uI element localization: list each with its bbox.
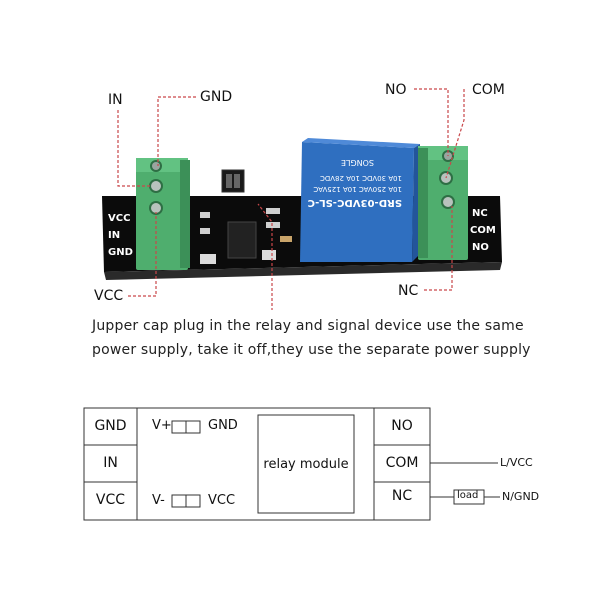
jumper-top-right-label: GND (208, 418, 238, 433)
schematic-pin-gnd: GND (84, 418, 137, 434)
jumper-top-left-label: V+ (152, 418, 172, 433)
relay-module-label: relay module (258, 457, 354, 472)
jumper-bottom-right-label: VCC (208, 493, 235, 508)
nc-wire-label: N/GND (502, 490, 539, 503)
schematic-pin-com: COM (374, 455, 430, 471)
schematic-pin-nc: NC (374, 488, 430, 504)
schematic-pin-in: IN (84, 455, 137, 471)
com-wire-label: L/VCC (500, 456, 533, 469)
schematic-pin-no: NO (374, 418, 430, 434)
schematic-pin-vcc: VCC (84, 492, 137, 508)
load-label: load (457, 490, 478, 501)
jumper-bottom-left-label: V- (152, 493, 165, 508)
